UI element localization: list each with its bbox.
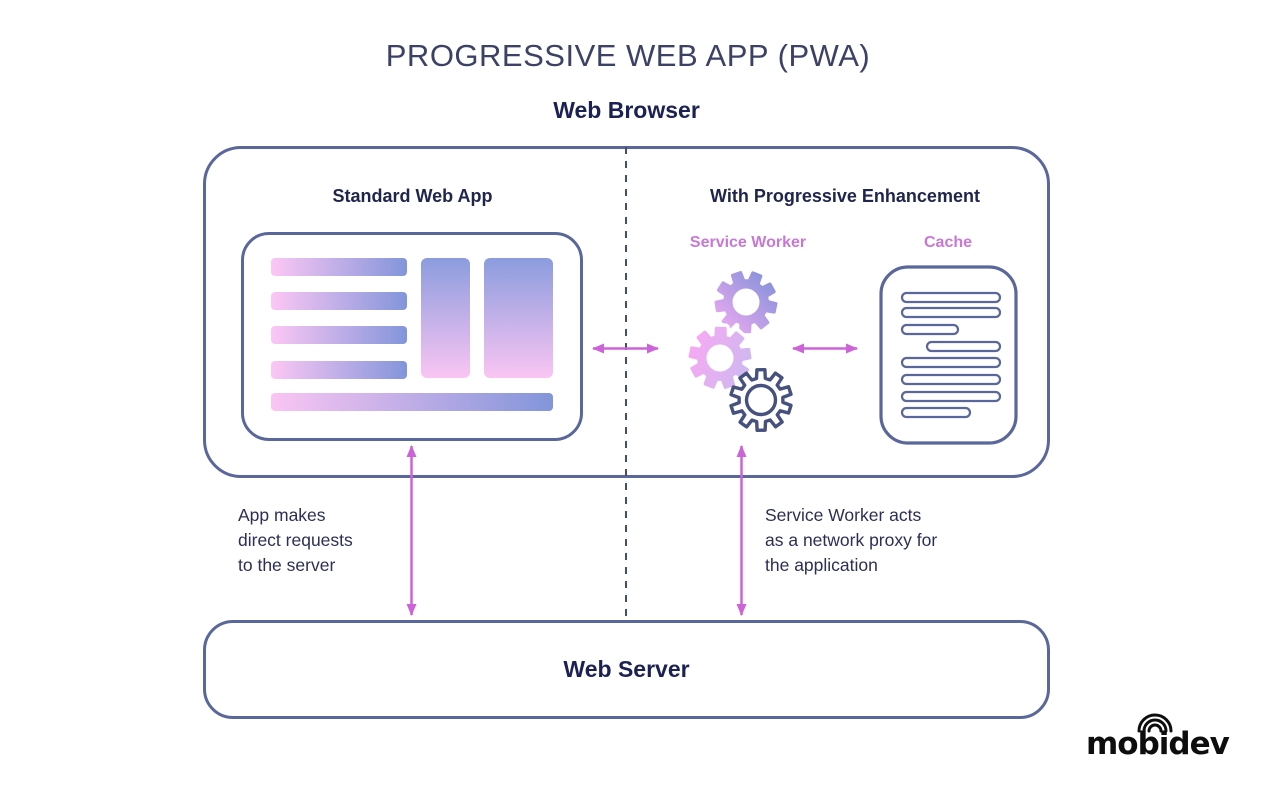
- gear-left-hole: [706, 344, 734, 372]
- web-browser-label: Web Browser: [553, 97, 700, 123]
- mockup-text-bar-1: [271, 258, 407, 276]
- page-title: PROGRESSIVE WEB APP (PWA): [385, 38, 871, 73]
- mockup-footer-bar: [271, 393, 553, 411]
- left-annotation: App makes direct requests to the server: [238, 503, 353, 578]
- cache-label: Cache: [923, 234, 973, 251]
- gear-outline-ring: [744, 383, 778, 417]
- mockup-panel-1: [421, 258, 470, 378]
- left-annotation-line: to the server: [238, 555, 336, 575]
- service-worker-label: Service Worker: [689, 234, 807, 251]
- web-server-label: Web Server: [563, 656, 690, 682]
- document-lines-icon: [879, 265, 1018, 445]
- left-annotation-line: direct requests: [238, 530, 353, 550]
- mobidev-logo: mobidev: [1086, 713, 1230, 762]
- right-annotation-line: the application: [765, 555, 878, 575]
- wifi-arcs-icon: [1137, 713, 1173, 733]
- mobidev-logo-text: mobidev: [1086, 726, 1230, 762]
- right-annotation: Service Worker acts as a network proxy f…: [765, 503, 937, 578]
- standard-web-app-title: Standard Web App: [332, 186, 493, 206]
- gear-top-hole: [732, 288, 760, 316]
- right-annotation-line: as a network proxy for: [765, 530, 938, 550]
- progressive-enhancement-title: With Progressive Enhancement: [710, 186, 980, 206]
- mockup-text-bar-3: [271, 326, 407, 344]
- mockup-text-bar-2: [271, 292, 407, 310]
- mockup-text-bar-4: [271, 361, 407, 379]
- web-server-box: Web Server: [203, 620, 1050, 719]
- left-annotation-line: App makes: [238, 505, 326, 525]
- right-annotation-line: Service Worker acts: [765, 505, 922, 525]
- mockup-panel-2: [484, 258, 553, 378]
- standard-app-mockup: [241, 232, 583, 441]
- gears-icon: [685, 271, 793, 432]
